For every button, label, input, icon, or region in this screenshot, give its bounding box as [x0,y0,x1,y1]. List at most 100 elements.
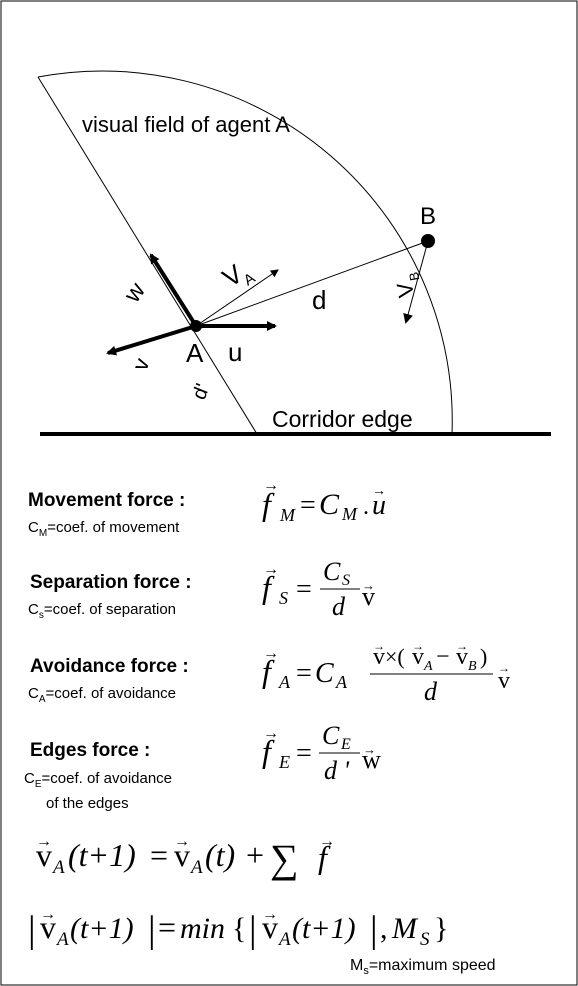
v-label: v [127,355,154,374]
svg-text:A: A [335,672,348,692]
vb-label: V B [392,271,423,300]
vb-arrow [403,240,429,324]
d-prime-label: d' [188,381,214,403]
svg-text:→: → [263,477,279,494]
svg-text:→: → [40,906,56,923]
svg-text:A: A [51,857,65,878]
svg-text:v: v [40,909,56,945]
edges-formula: → f E = C E d ' → w [262,721,381,785]
svg-text:(t+1): (t+1) [292,912,356,945]
agent-a-point [190,320,202,332]
svg-text:→: → [456,639,468,653]
svg-text:v: v [373,644,385,670]
svg-text:B: B [468,659,477,674]
avoidance-formula: → f A = C A → v ×( → v A − → v B ) d → v [262,639,510,706]
svg-text:=: = [300,490,316,521]
w-arrow [149,253,198,328]
svg-text:→: → [362,578,375,593]
svg-text:C: C [315,658,334,689]
separation-force-title: Separation force : [30,572,192,593]
svg-text:v: v [174,837,190,873]
svg-text:E: E [278,752,290,772]
edges-coef: CE=coef. of avoidance [24,770,172,790]
svg-text:→: → [363,742,376,757]
velocity-update-formula: → v A (t+1) = → v A (t) + ∑ → f [36,833,335,881]
svg-text:w: w [118,277,151,308]
svg-text:u: u [372,490,386,521]
svg-text:∑: ∑ [270,836,299,881]
svg-text:→: → [498,661,510,675]
edges-coef-line2: of the edges [46,795,129,812]
svg-text:=: = [296,658,312,689]
avoidance-force-title: Avoidance force : [30,656,189,677]
corridor-edge-label: Corridor edge [272,406,413,432]
svg-text:→: → [36,833,52,850]
svg-text:=: = [150,837,168,873]
svg-text:|: | [249,909,257,951]
svg-text:−: − [436,644,450,670]
svg-text:=: = [296,738,312,769]
svg-text:(t): (t) [205,837,235,873]
v-arrow [106,324,197,356]
svg-text:w: w [362,745,381,774]
svg-text:×(: ×( [385,644,405,669]
svg-text:→: → [263,561,279,578]
svg-text:E: E [340,736,351,753]
svg-text:}: } [434,912,448,945]
svg-text:→: → [263,645,279,662]
svg-text:{: { [232,912,246,945]
svg-text:|: | [28,909,36,951]
svg-text:→: → [373,639,385,653]
w-label: w [118,277,151,308]
svg-text:min: min [180,912,225,945]
agent-b-label: B [420,203,436,230]
svg-text:M: M [341,504,358,524]
svg-text:C: C [322,721,340,750]
svg-text:d ': d ' [324,756,350,785]
svg-text:d: d [332,592,346,621]
svg-text:v: v [36,837,52,873]
agent-a-label: A [186,338,204,368]
svg-text:v: v [362,582,375,611]
svg-text:d: d [424,677,438,706]
movement-coef: CM=coef. of movement [28,519,180,539]
svg-text:B: B [406,271,422,282]
svg-text:=: = [158,909,176,945]
svg-text:(t+1): (t+1) [70,912,134,945]
svg-text:→: → [412,639,424,653]
distance-line-d [195,240,429,327]
svg-text:C: C [319,488,340,521]
svg-text:A: A [55,929,69,950]
svg-text:.: . [363,494,369,520]
svg-text:v: v [412,644,424,670]
svg-text:→: → [174,833,190,850]
svg-text:→: → [263,725,279,742]
svg-text:M: M [391,912,419,945]
svg-text:A: A [189,857,203,878]
svg-text:,: , [380,912,388,945]
visual-field-arc [37,70,453,435]
svg-text:v: v [262,909,278,945]
svg-text:S: S [342,572,350,589]
u-label: u [228,337,242,367]
svg-text:S: S [279,588,288,608]
movement-formula: → f M = C M . → u [262,477,386,525]
speed-limit-formula: | → v A (t+1) | = min { | → v A (t+1) | … [28,906,448,951]
svg-text:→: → [372,484,386,499]
d-label: d [312,285,326,315]
svg-text:(t+1): (t+1) [68,837,136,873]
svg-text:d': d' [188,381,214,403]
svg-text:A: A [278,672,291,692]
svg-text:M: M [279,505,296,525]
svg-text:v: v [456,644,468,670]
va-arrow [195,269,279,327]
visual-field-boundary [37,76,258,435]
svg-text:v: v [127,355,154,374]
edges-force-title: Edges force : [30,740,150,761]
svg-text:+: + [246,837,264,873]
svg-text:=: = [296,574,312,605]
visual-field-label: visual field of agent A [82,112,290,137]
avoidance-coef: CA=coef. of avoidance [28,685,176,705]
svg-text:→: → [262,906,278,923]
